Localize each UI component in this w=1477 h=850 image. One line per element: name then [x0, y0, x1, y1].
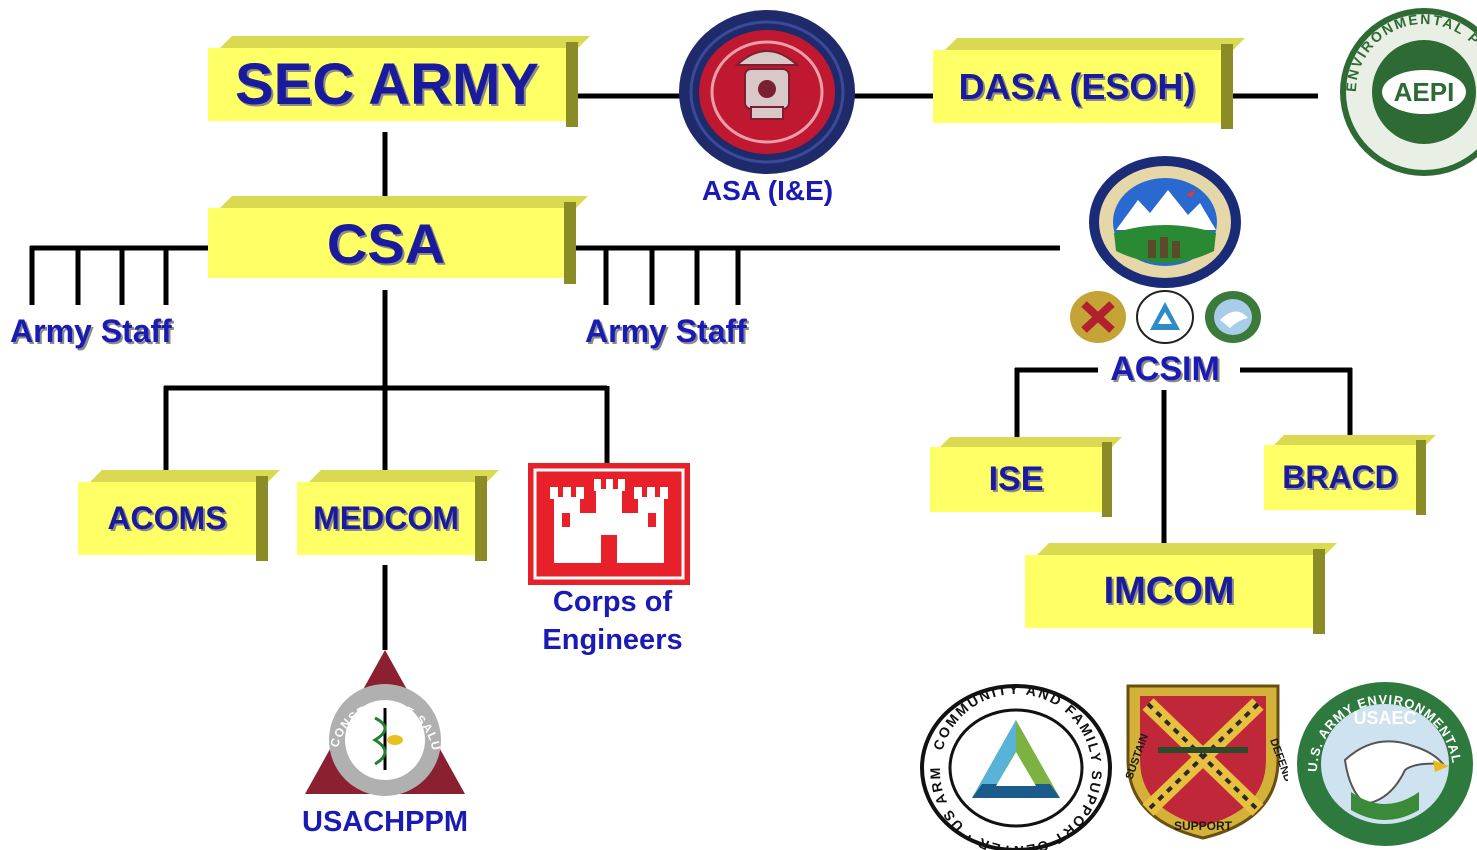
dasa-esoh-label: DASA (ESOH)	[958, 65, 1196, 107]
usaec-emblem-icon: U.S. ARMY ENVIRONMENTAL COMMAND USAEC	[1295, 680, 1473, 846]
acoms-label: ACOMS	[107, 500, 227, 536]
dasa-esoh-node: DASA (ESOH)	[933, 38, 1245, 135]
aepi-emblem-text: AEPI	[1394, 77, 1455, 107]
ise-node: ISE	[930, 437, 1122, 522]
aepi-emblem-icon: ENVIRONMENTAL POLICY INSTITUTE ARMY AEPI	[1336, 4, 1477, 176]
small-seals-icon	[1070, 290, 1261, 344]
bracd-node: BRACD	[1264, 435, 1436, 520]
csa-node: CSA	[208, 196, 588, 290]
corps-castle-icon	[528, 463, 690, 585]
medcom-label: MEDCOM	[313, 500, 459, 536]
acsim-label: ACSIM	[1110, 350, 1220, 388]
usaec-emblem-text: USAEC	[1353, 708, 1416, 728]
imcom-label: IMCOM	[1103, 570, 1235, 612]
army-staff-left-label: Army Staff	[10, 313, 172, 349]
acoms-node: ACOMS	[78, 470, 280, 567]
ise-label: ISE	[988, 460, 1044, 498]
usachppm-emblem-icon: CONSERVARE SALUTEM	[300, 648, 465, 796]
army-seal-icon	[679, 10, 855, 174]
imcom-support-text: SUPPORT	[1174, 819, 1233, 833]
acsim-emblem-icon	[1089, 156, 1241, 288]
corps-label-line2: Engineers	[542, 624, 683, 656]
cfsc-emblem-icon: COMMUNITY AND FAMILY SUPPORT CENTER · US…	[920, 680, 1112, 850]
asa-ie-label: ASA (I&E)	[701, 175, 834, 206]
sec-army-label: SEC ARMY	[235, 52, 539, 117]
usachppm-label: USACHPPM	[302, 806, 468, 838]
imcom-node: IMCOM	[1025, 543, 1337, 640]
imcom-shield-icon: SUSTAIN SUPPORT DEFEND	[1124, 684, 1288, 840]
csa-label: CSA	[326, 211, 446, 275]
army-staff-right-label: Army Staff	[585, 313, 747, 349]
bracd-label: BRACD	[1282, 459, 1398, 495]
sec-army-node: SEC ARMY	[208, 36, 590, 133]
medcom-node: MEDCOM	[297, 470, 499, 567]
corps-label-line1: Corps of	[552, 586, 673, 618]
